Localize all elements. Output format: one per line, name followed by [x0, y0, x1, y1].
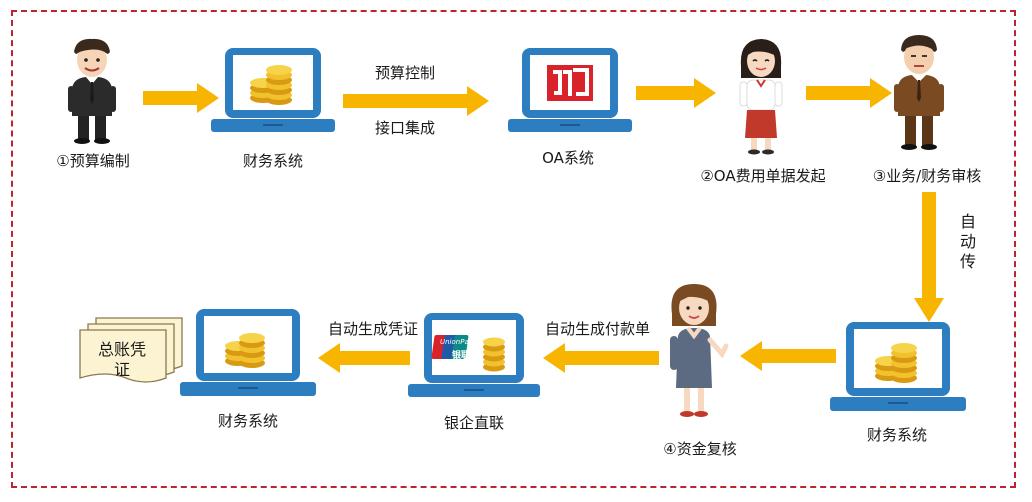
unionpay-text-top: UnionPay	[440, 338, 473, 346]
step-budget-label: ①预算编制	[56, 152, 130, 170]
coin-stack	[225, 333, 265, 368]
budget-control-label: 预算控制	[374, 64, 435, 82]
ledger-line-2: 证	[113, 360, 130, 379]
unionpay-logo	[431, 335, 469, 359]
woman-presenter-icon	[670, 284, 729, 417]
auto-payment-label: 自动生成付款单	[544, 320, 650, 338]
step-oa-request-label: ②OA费用单据发起	[700, 167, 826, 185]
laptop-coins-icon	[830, 322, 966, 411]
man-in-suit-icon	[68, 38, 116, 144]
ledger-line-1: 总账凭	[97, 340, 146, 359]
left-arrow-icon	[318, 343, 410, 373]
unionpay-text-bottom: 银联	[452, 351, 471, 361]
step-oa-label: OA系统	[542, 149, 594, 167]
laptop-coins-icon	[180, 309, 316, 396]
step-bank-label: 银企直联	[443, 414, 504, 432]
auto-pass-label-2: 动	[959, 232, 976, 251]
interface-label: 接口集成	[374, 119, 435, 137]
step-finance-right-label: 财务系统	[866, 426, 927, 444]
left-arrow-icon	[740, 341, 836, 371]
dashed-frame	[11, 10, 1016, 488]
ledger-documents-icon	[79, 317, 183, 383]
step-review-label: ③业务/财务审核	[872, 167, 982, 185]
coin-stack	[483, 337, 505, 372]
woman-employee-icon	[739, 39, 783, 155]
right-arrow-icon	[343, 86, 489, 116]
coin-stack	[250, 65, 292, 105]
right-arrow-icon	[636, 78, 716, 108]
right-arrow-icon	[806, 78, 892, 108]
businessman-icon	[894, 35, 944, 150]
auto-pass-label-1: 自	[959, 212, 976, 231]
step-finance-left-label: 财务系统	[217, 412, 278, 430]
laptop-oa-logo-icon	[508, 48, 632, 132]
down-arrow-icon	[914, 192, 944, 322]
auto-pass-label-3: 传	[959, 252, 976, 271]
left-arrow-icon	[543, 343, 659, 373]
auto-voucher-label: 自动生成凭证	[327, 320, 418, 338]
laptop-unionpay-icon	[408, 313, 540, 397]
step-fund-check-label: ④资金复核	[663, 440, 737, 458]
laptop-coins-icon	[211, 48, 335, 132]
coin-stack	[875, 343, 917, 383]
right-arrow-icon	[143, 83, 219, 113]
step-finance-top-label: 财务系统	[242, 152, 303, 170]
